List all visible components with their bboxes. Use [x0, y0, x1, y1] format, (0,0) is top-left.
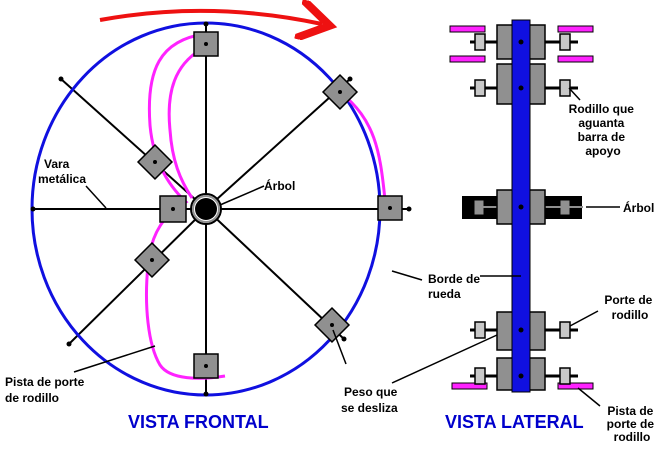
label-peso: Peso que se desliza	[341, 385, 401, 415]
label-vara: Vara metálica	[38, 157, 86, 186]
title-front: VISTA FRONTAL	[128, 412, 269, 432]
side-pins	[518, 39, 524, 379]
weight-pins	[150, 42, 392, 368]
side-view: Rodillo que aguanta barra de apoyo Árbol…	[391, 19, 658, 444]
side-rollers	[474, 33, 571, 385]
label-porte-rodillo: Porte de rodillo	[604, 293, 655, 322]
spokes	[35, 24, 409, 394]
front-view: Vara metálica Árbol Pista de porte de ro…	[5, 11, 483, 432]
label-rodillo-aguanta: Rodillo que aguanta barra de apoyo	[569, 102, 638, 158]
side-tracks	[449, 25, 594, 390]
rim-joints	[30, 21, 412, 397]
sliding-weights	[133, 31, 403, 379]
label-arbol-front: Árbol	[264, 178, 295, 193]
label-borde: Borde de rueda	[428, 272, 483, 301]
side-leaders	[391, 87, 620, 407]
rotation-arrow	[99, 11, 322, 24]
title-side: VISTA LATERAL	[445, 412, 584, 432]
front-leaders	[73, 185, 423, 373]
label-pista-side: Pista de porte de rodillo	[607, 404, 658, 444]
axle-hub	[190, 193, 222, 225]
label-pista-front: Pista de porte de rodillo	[5, 375, 88, 405]
label-arbol-side: Árbol	[623, 200, 654, 215]
